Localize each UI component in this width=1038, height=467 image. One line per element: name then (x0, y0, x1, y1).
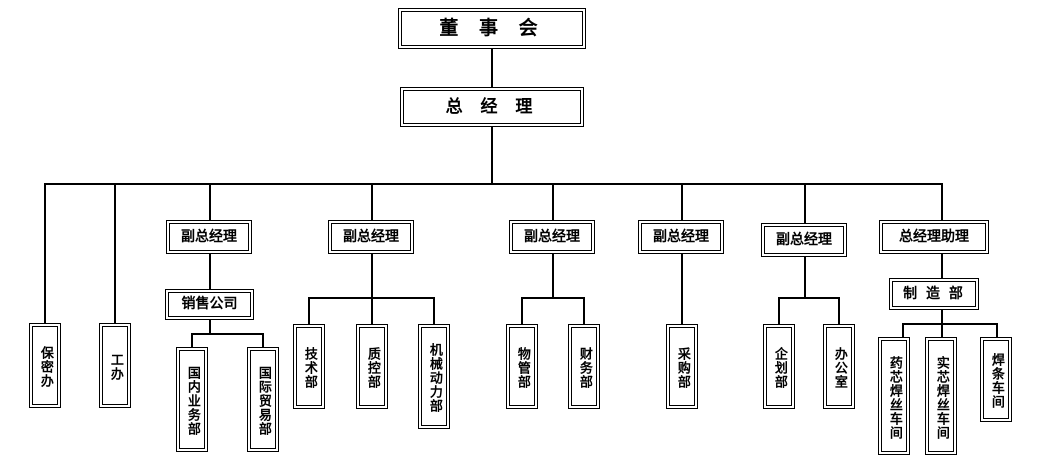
connector-mfg-electrode (996, 323, 998, 337)
node-solid-wire-workshop[interactable]: 实芯焊丝车间 (925, 337, 957, 455)
node-deputy-gm-2[interactable]: 副总经理 (328, 220, 414, 254)
connector-sales-domestic (191, 333, 193, 347)
connector-dgm3-drop (552, 254, 554, 298)
connector-dgm4-purchase (681, 254, 683, 324)
connector-dgm5-drop (804, 257, 806, 298)
node-deputy-gm-3[interactable]: 副总经理 (509, 220, 595, 254)
node-union-office[interactable]: 工办 (99, 323, 131, 408)
connector-dgm5-admin (838, 297, 840, 324)
node-general-manager[interactable]: 总 经 理 (400, 87, 584, 127)
connector-dgm2-mech (433, 297, 435, 324)
connector-sales-intl (262, 333, 264, 347)
connector-bus-union (114, 183, 116, 323)
node-international-trade-dept[interactable]: 国际贸易部 (247, 347, 279, 452)
node-deputy-gm-1-label: 副总经理 (181, 228, 237, 245)
connector-dgm3-bus (521, 297, 584, 299)
node-sales-company[interactable]: 销售公司 (165, 289, 254, 320)
node-domestic-business-dept-label: 国内业务部 (184, 366, 200, 436)
node-board-label: 董 事 会 (439, 17, 545, 40)
connector-manufacturing-bus (902, 323, 997, 325)
connector-gm-bus (491, 127, 493, 184)
node-technology-dept-label: 技术部 (301, 347, 317, 389)
node-planning-dept[interactable]: 企划部 (763, 324, 795, 409)
node-international-trade-dept-label: 国际贸易部 (255, 366, 271, 436)
connector-assistant-manufacturing (941, 254, 943, 278)
connector-dgm5-bus (778, 297, 839, 299)
node-board[interactable]: 董 事 会 (398, 8, 586, 49)
node-solid-wire-workshop-label: 实芯焊丝车间 (933, 355, 949, 440)
connector-bus-dgm3 (552, 183, 554, 220)
connector-sales-drop (209, 320, 211, 334)
node-finance-dept[interactable]: 财务部 (568, 324, 600, 409)
connector-bus-dgm1 (209, 183, 211, 220)
node-electrode-workshop-label: 焊条车间 (988, 353, 1004, 409)
node-electrode-workshop[interactable]: 焊条车间 (980, 337, 1012, 422)
node-security-office[interactable]: 保密办 (29, 323, 61, 408)
node-deputy-gm-3-label: 副总经理 (524, 228, 580, 245)
connector-bus-security (44, 183, 46, 323)
node-admin-office-label: 办公室 (831, 347, 847, 389)
node-gm-assistant-label: 总经理助理 (899, 228, 969, 245)
connector-manufacturing-drop (941, 310, 943, 324)
node-admin-office[interactable]: 办公室 (823, 324, 855, 409)
node-deputy-gm-4-label: 副总经理 (653, 228, 709, 245)
node-material-management-dept-label: 物管部 (514, 347, 530, 389)
node-mechanical-power-dept[interactable]: 机械动力部 (418, 324, 450, 429)
node-quality-control-dept[interactable]: 质控部 (356, 324, 388, 409)
node-deputy-gm-4[interactable]: 副总经理 (638, 220, 724, 254)
node-union-office-label: 工办 (107, 353, 123, 381)
connector-dgm5-planning (778, 297, 780, 324)
node-flux-cored-wire-workshop-label: 药芯焊丝车间 (886, 355, 902, 440)
connector-dgm3-finance (583, 297, 585, 324)
connector-dgm2-qc (371, 297, 373, 324)
node-flux-cored-wire-workshop[interactable]: 药芯焊丝车间 (878, 337, 910, 455)
connector-bus-dgm2 (371, 183, 373, 220)
connector-dgm2-drop (371, 254, 373, 298)
node-finance-dept-label: 财务部 (576, 347, 592, 389)
connector-sales-bus (191, 333, 264, 335)
connector-main-bus (44, 183, 943, 185)
connector-bus-dgm5 (804, 183, 806, 223)
node-quality-control-dept-label: 质控部 (364, 347, 380, 389)
node-deputy-gm-5-label: 副总经理 (776, 231, 832, 248)
node-technology-dept[interactable]: 技术部 (293, 324, 325, 409)
node-manufacturing-dept[interactable]: 制 造 部 (889, 278, 979, 310)
connector-bus-assistant (941, 183, 943, 220)
node-planning-dept-label: 企划部 (771, 347, 787, 389)
node-deputy-gm-2-label: 副总经理 (343, 228, 399, 245)
node-domestic-business-dept[interactable]: 国内业务部 (176, 347, 208, 452)
node-security-office-label: 保密办 (37, 346, 53, 388)
connector-mfg-flux (902, 323, 904, 337)
node-deputy-gm-1[interactable]: 副总经理 (166, 220, 252, 254)
connector-bus-dgm4 (681, 183, 683, 220)
node-gm-assistant[interactable]: 总经理助理 (879, 220, 989, 254)
connector-mfg-solid (941, 323, 943, 337)
node-general-manager-label: 总 经 理 (445, 96, 539, 117)
connector-board-gm (491, 49, 493, 87)
connector-dgm1-sales (209, 254, 211, 289)
node-manufacturing-dept-label: 制 造 部 (903, 285, 965, 302)
node-sales-company-label: 销售公司 (181, 296, 238, 313)
connector-dgm2-tech (308, 297, 310, 324)
node-deputy-gm-5[interactable]: 副总经理 (761, 223, 847, 257)
node-purchasing-dept[interactable]: 采购部 (666, 324, 698, 409)
node-purchasing-dept-label: 采购部 (674, 347, 690, 389)
connector-dgm3-material (521, 297, 523, 324)
node-mechanical-power-dept-label: 机械动力部 (426, 343, 442, 413)
node-material-management-dept[interactable]: 物管部 (506, 324, 538, 409)
